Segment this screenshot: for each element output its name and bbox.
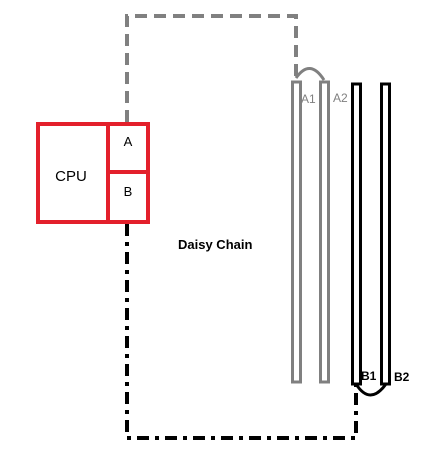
diagram-title: Daisy Chain <box>178 237 252 252</box>
channel-b-dashdot-line <box>125 224 358 440</box>
cpu-block <box>36 122 150 224</box>
slot-a1 <box>291 80 302 384</box>
slot-b1-label: B1 <box>361 369 377 383</box>
channel-a-arc <box>294 67 326 81</box>
channel-b-box <box>106 170 150 224</box>
channel-a-label: A <box>124 134 133 149</box>
slot-b1 <box>351 82 362 386</box>
channel-a-dashed-line <box>125 14 298 122</box>
slot-a1-label: A1 <box>301 92 316 106</box>
channel-b-arc <box>354 383 388 397</box>
channel-a-trace <box>125 14 326 122</box>
slot-a2 <box>319 80 330 384</box>
slot-a2-label: A2 <box>333 91 348 105</box>
slot-b2 <box>380 82 391 386</box>
channel-b-label: B <box>124 184 133 199</box>
slot-b2-label: B2 <box>394 370 410 384</box>
channel-b-trace <box>125 224 388 440</box>
cpu-label: CPU <box>55 168 87 185</box>
